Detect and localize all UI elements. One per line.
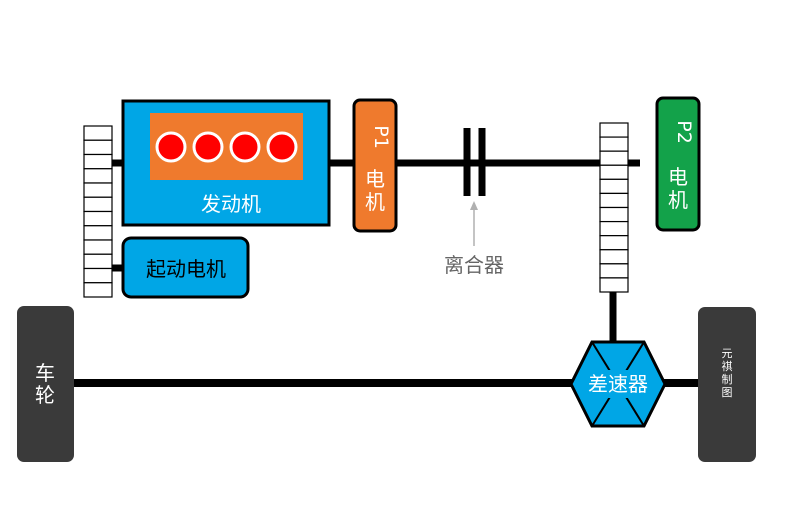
differential-label-bg bbox=[584, 370, 652, 398]
starter-motor: 起动电机 bbox=[121, 236, 250, 299]
flywheel-tooth bbox=[83, 196, 113, 213]
transmission-gear-tooth bbox=[599, 122, 629, 138]
starter-motor-box bbox=[121, 236, 250, 299]
p1-motor-label-p1: P1 bbox=[370, 125, 392, 149]
p2-motor: P2 电 机 bbox=[655, 96, 701, 232]
engine-cylinders bbox=[155, 131, 298, 163]
left-wheel-label-char1: 车 bbox=[35, 361, 55, 385]
engine-label: 发动机 bbox=[201, 192, 261, 216]
transmission-gear-tooth bbox=[599, 235, 629, 251]
flywheel-tooth bbox=[83, 168, 113, 184]
transmission-gear-tooth bbox=[599, 249, 629, 265]
clutch-arrow-head bbox=[470, 201, 478, 210]
flywheel-tooth bbox=[83, 153, 113, 170]
right-wheel-label-char3: 制 bbox=[722, 373, 733, 386]
transmission-gear-tooth bbox=[599, 277, 629, 293]
transmission-gear-tooth bbox=[599, 178, 629, 195]
p1-motor-label-char1: 电 bbox=[365, 167, 385, 191]
p1-motor: P1 电 机 bbox=[352, 98, 398, 233]
engine-cylinder bbox=[155, 131, 187, 163]
differential: 差速器 bbox=[569, 340, 667, 428]
engine: 发动机 bbox=[121, 99, 331, 227]
p2-motor-box bbox=[655, 96, 701, 232]
p2-motor-label-char2: 机 bbox=[668, 188, 688, 212]
right-wheel-label-char1: 元 bbox=[722, 347, 733, 360]
transmission-gear-tooth bbox=[599, 263, 629, 279]
transmission-gear-tooth bbox=[599, 150, 629, 166]
right-wheel: 元 祺 制 图 bbox=[698, 307, 756, 462]
p2-motor-label-char1: 电 bbox=[668, 165, 688, 189]
p1-motor-box bbox=[352, 98, 398, 233]
right-wheel-body bbox=[698, 307, 756, 462]
clutch: 离合器 bbox=[444, 128, 504, 277]
flywheel-tooth bbox=[83, 267, 113, 284]
left-wheel-body bbox=[17, 306, 74, 462]
transmission-gear bbox=[599, 122, 629, 293]
flywheel-tooth bbox=[83, 282, 113, 298]
transmission-gear-tooth bbox=[599, 192, 629, 209]
transmission-gear-tooth bbox=[599, 136, 629, 152]
flywheel-tooth bbox=[83, 210, 113, 227]
flywheel-tooth bbox=[83, 125, 113, 141]
flywheel-tooth bbox=[83, 253, 113, 270]
engine-cylinder bbox=[266, 131, 298, 163]
flywheel-tooth bbox=[83, 239, 113, 255]
flywheel-tooth bbox=[83, 139, 113, 156]
left-wheel: 车 轮 bbox=[17, 306, 74, 462]
flywheel-tooth bbox=[83, 182, 113, 198]
left-wheel-label-char2: 轮 bbox=[35, 383, 55, 407]
right-wheel-label-char4: 图 bbox=[722, 386, 733, 399]
differential-label: 差速器 bbox=[588, 372, 648, 396]
right-wheel-label-char2: 祺 bbox=[722, 360, 733, 373]
starter-motor-label: 起动电机 bbox=[146, 257, 226, 281]
engine-cylinder bbox=[229, 131, 261, 163]
transmission-gear-tooth bbox=[599, 206, 629, 223]
flywheel-gear bbox=[83, 125, 113, 298]
transmission-gear-tooth bbox=[599, 164, 629, 180]
engine-cylinder bbox=[192, 131, 224, 163]
clutch-label: 离合器 bbox=[444, 253, 504, 277]
p2-motor-label-p2: P2 bbox=[673, 120, 695, 144]
transmission-gear-tooth bbox=[599, 220, 629, 237]
p1-motor-label-char2: 机 bbox=[365, 190, 385, 214]
flywheel-tooth bbox=[83, 225, 113, 241]
